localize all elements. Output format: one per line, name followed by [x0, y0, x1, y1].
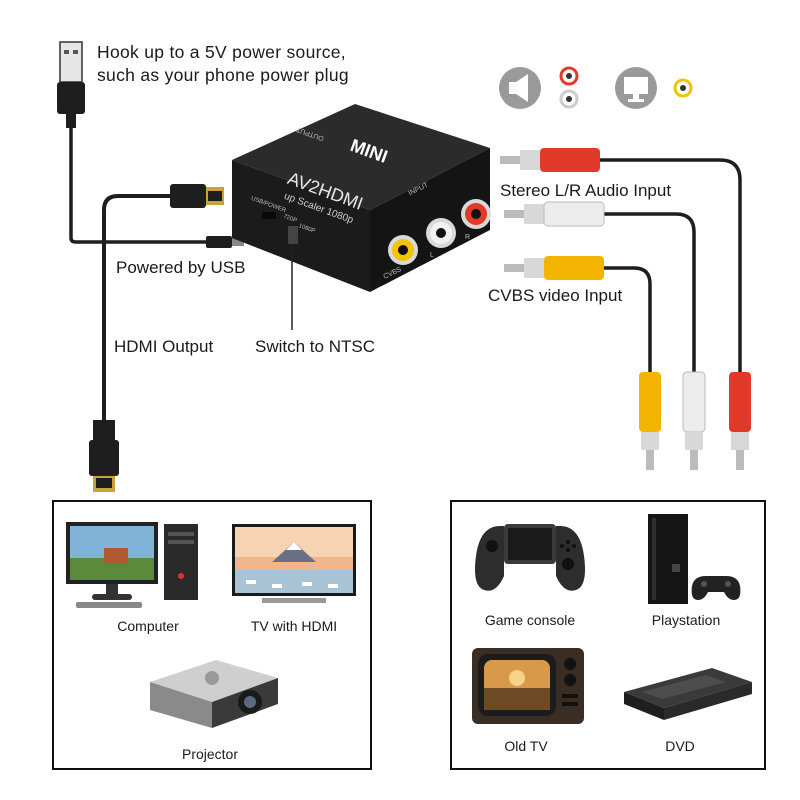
audio-input-label: Stereo L/R Audio Input: [500, 181, 672, 200]
video-input-label: CVBS video Input: [488, 286, 623, 305]
usb-power-label: Powered by USB: [116, 258, 246, 277]
game-console-icon: [475, 524, 585, 591]
yellow-rca-plug-vertical-icon: [639, 372, 661, 470]
hdmi-plug-bottom-icon: [89, 420, 119, 492]
converter-jack-l: L: [430, 252, 434, 259]
device-label-tv: TV with HDMI: [250, 618, 338, 634]
white-rca-cable: [604, 212, 696, 372]
old-tv-icon: [472, 648, 584, 724]
tv-icon: [232, 524, 356, 603]
yellow-rca-cable: [604, 266, 652, 372]
usb-cable: [69, 128, 206, 244]
usb-plug-icon: [57, 41, 85, 128]
dvd-icon: [624, 668, 752, 720]
device-label-old-tv: Old TV: [504, 738, 548, 754]
red-rca-cable: [600, 158, 742, 372]
device-label-projector: Projector: [181, 746, 239, 762]
hdmi-cable: [102, 194, 170, 420]
device-label-computer: Computer: [117, 618, 179, 634]
hdmi-output-label: HDMI Output: [114, 337, 214, 356]
video-jack-icon: [673, 78, 693, 98]
ntsc-switch-label: Switch to NTSC: [255, 337, 375, 356]
device-label-game-console: Game console: [484, 612, 576, 628]
hdmi-plug-top-icon: [170, 184, 224, 208]
monitor-icon: [615, 67, 657, 109]
output-devices-panel: Computer TV with HDMI Projector: [52, 500, 372, 770]
computer-icon: [66, 522, 198, 608]
playstation-icon: [648, 514, 741, 604]
device-label-playstation: Playstation: [651, 612, 721, 628]
converter-box: [232, 104, 491, 292]
input-devices-panel: Game console Playstation Old TV DVD: [450, 500, 766, 770]
white-rca-plug-vertical-icon: [682, 371, 706, 470]
speaker-icon: [499, 67, 541, 109]
micro-usb-plug-icon: [206, 236, 244, 248]
white-rca-plug-icon: [504, 201, 605, 227]
projector-icon: [150, 660, 278, 728]
yellow-rca-plug-icon: [504, 256, 604, 280]
power-hint-line-2: such as your phone power plug: [97, 65, 349, 85]
power-hint-line-1: Hook up to a 5V power source,: [97, 42, 346, 62]
device-label-dvd: DVD: [665, 738, 695, 754]
red-rca-plug-icon: [500, 148, 600, 172]
audio-jacks-icon: [559, 66, 579, 109]
red-rca-plug-vertical-icon: [729, 372, 751, 470]
converter-jack-r: R: [465, 234, 471, 241]
